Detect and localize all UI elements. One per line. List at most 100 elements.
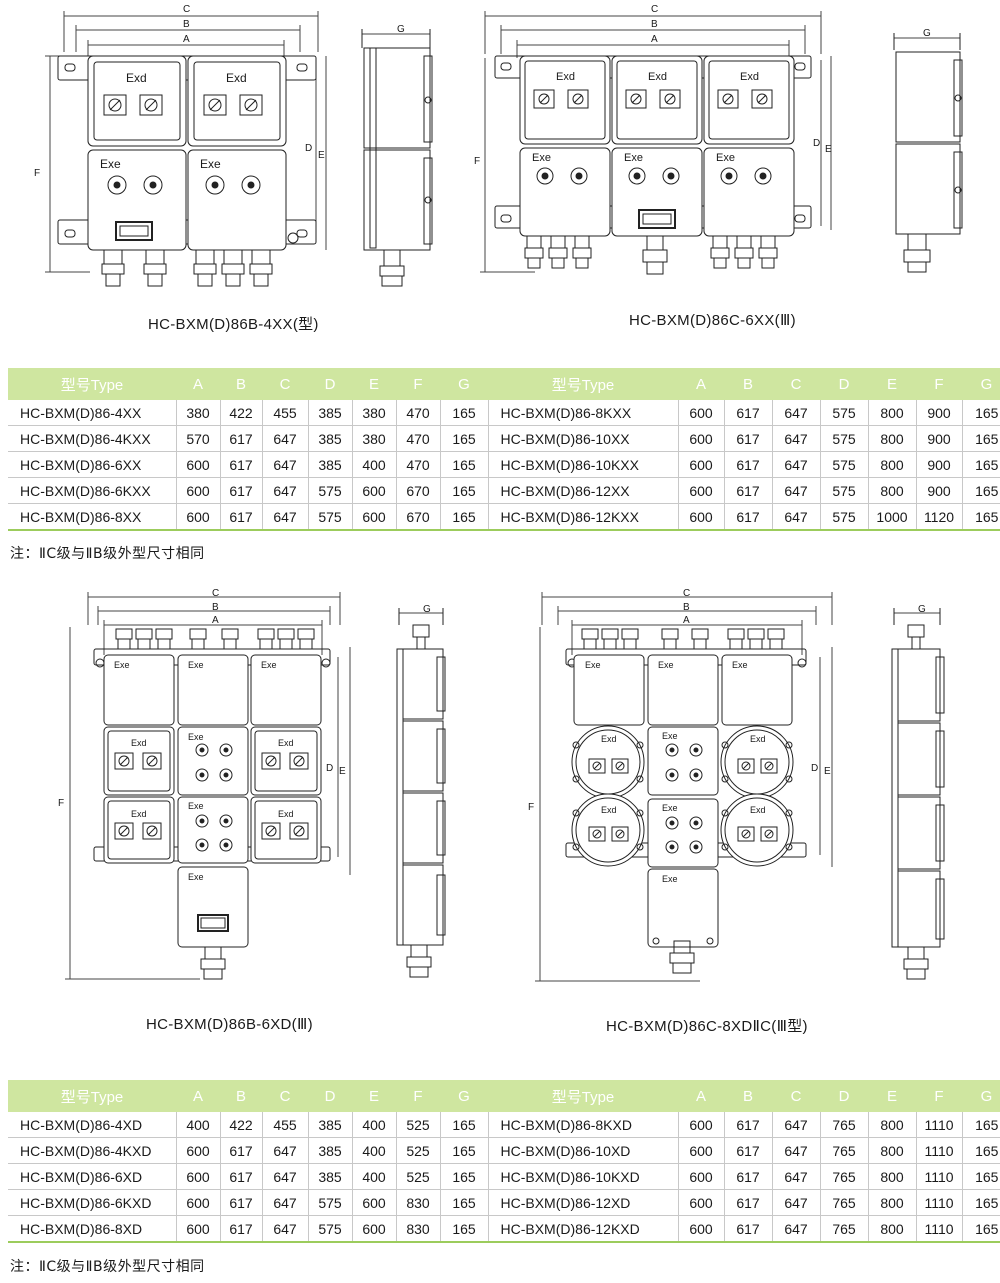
header-cell: B	[724, 368, 772, 400]
dimension-cell: 800	[868, 425, 917, 452]
header-cell: 型号Type	[488, 368, 678, 400]
dim-label-c: C	[651, 4, 659, 15]
header-cell: 型号Type	[8, 368, 176, 400]
dim-lines	[45, 11, 326, 272]
header-cell: D	[820, 368, 868, 400]
dimension-cell: 617	[724, 503, 773, 531]
model-cell: HC-BXM(D)86-10KXD	[488, 1163, 679, 1190]
dimension-cell: 1110	[916, 1215, 963, 1243]
dim-label-b: B	[651, 19, 658, 30]
header-cell: A	[176, 1080, 220, 1112]
header-cell: G	[440, 368, 488, 400]
dim-label-d: D	[813, 138, 821, 149]
dimension-cell: 800	[868, 1189, 917, 1216]
dimension-cell: 830	[396, 1215, 441, 1243]
dim-label-f: F	[474, 156, 481, 167]
exd-label: Exd	[648, 71, 667, 83]
dimension-cell: 647	[772, 1112, 821, 1138]
dimension-cell: 600	[352, 1215, 397, 1243]
dimension-cell: 600	[678, 1189, 725, 1216]
exd-label: Exd	[278, 738, 294, 748]
dimension-cell: 617	[220, 1189, 263, 1216]
dim-label-f: F	[34, 168, 41, 179]
dimension-cell: 165	[962, 1112, 1000, 1138]
dim-label-d: D	[305, 143, 313, 154]
dimension-cell: 765	[820, 1189, 869, 1216]
exd-label: Exd	[278, 809, 294, 819]
header-cell: D	[308, 1080, 352, 1112]
exe-label: Exe	[716, 152, 735, 164]
cable-glands	[102, 250, 272, 286]
dimension-cell: 765	[820, 1163, 869, 1190]
dimension-cell: 600	[352, 1189, 397, 1216]
dim-label-f: F	[528, 802, 535, 813]
dimension-cell: 830	[396, 1189, 441, 1216]
switch-group	[104, 95, 262, 115]
dimension-cell: 765	[820, 1137, 869, 1164]
exd-label: Exd	[601, 734, 617, 744]
dimension-cell: 800	[868, 451, 917, 478]
header-cell: G	[962, 368, 1000, 400]
exe-label: Exe	[732, 660, 748, 670]
dimension-cell: 647	[772, 451, 821, 478]
exd-label: Exd	[131, 809, 147, 819]
dimension-cell: 385	[308, 1137, 353, 1164]
dimension-cell: 800	[868, 1163, 917, 1190]
dimension-cell: 600	[678, 1112, 725, 1138]
dimension-cell: 800	[868, 1112, 917, 1138]
dimension-cell: 765	[820, 1112, 869, 1138]
dim-label-c: C	[183, 4, 191, 15]
exe-label: Exe	[188, 660, 204, 670]
dim-label-g: G	[918, 604, 926, 615]
dimension-cell: 575	[308, 1189, 353, 1216]
caption-8xd: HC-BXM(D)86C-8XDⅡC(Ⅲ型)	[606, 1018, 808, 1035]
dim-label-b: B	[183, 19, 190, 30]
header-cell: 型号Type	[8, 1080, 176, 1112]
header-cell: B	[220, 1080, 262, 1112]
model-cell: HC-BXM(D)86-6KXX	[8, 477, 177, 504]
dimension-cell: 470	[396, 425, 441, 452]
header-cell: B	[724, 1080, 772, 1112]
dimension-cell: 422	[220, 1112, 263, 1138]
header-cell: E	[352, 1080, 396, 1112]
model-cell: HC-BXM(D)86-6XD	[8, 1163, 177, 1190]
dimension-cell: 165	[440, 451, 489, 478]
table-header-row: 型号Type A B C D E F G 型号Type A B C D E F …	[8, 1080, 1000, 1112]
exe-label: Exe	[662, 731, 678, 741]
header-cell: D	[308, 368, 352, 400]
dim-label-e: E	[825, 144, 832, 155]
dimension-cell: 575	[308, 1215, 353, 1243]
header-cell: E	[352, 368, 396, 400]
model-cell: HC-BXM(D)86-12XD	[488, 1189, 679, 1216]
dimension-cell: 400	[352, 1137, 397, 1164]
drawing-6xd-side	[385, 585, 465, 995]
dimension-cell: 600	[678, 1137, 725, 1164]
exd-label: Exd	[226, 71, 247, 85]
dimension-cell: 525	[396, 1112, 441, 1138]
model-cell: HC-BXM(D)86-12KXX	[488, 503, 679, 531]
dimension-cell: 165	[962, 1189, 1000, 1216]
dimension-cell: 900	[916, 425, 963, 452]
dimension-cell: 575	[308, 477, 353, 504]
dimension-cell: 570	[176, 425, 221, 452]
exe-label: Exe	[585, 660, 601, 670]
dimension-cell: 647	[772, 1215, 821, 1243]
dimension-cell: 385	[308, 451, 353, 478]
dimension-cell: 647	[262, 425, 309, 452]
dimension-cell: 900	[916, 451, 963, 478]
exe-label: Exe	[188, 801, 204, 811]
dimension-cell: 1110	[916, 1163, 963, 1190]
exe-label: Exe	[100, 157, 121, 171]
exd-label: Exd	[131, 738, 147, 748]
dimension-cell: 765	[820, 1215, 869, 1243]
dimension-cell: 1110	[916, 1189, 963, 1216]
header-cell: A	[176, 368, 220, 400]
dimension-cell: 1000	[868, 503, 917, 531]
dimension-cell: 165	[962, 503, 1000, 531]
dimension-cell: 800	[868, 1137, 917, 1164]
dimension-cell: 617	[220, 1215, 263, 1243]
dimension-cell: 385	[308, 400, 353, 426]
dimension-cell: 600	[176, 1215, 221, 1243]
